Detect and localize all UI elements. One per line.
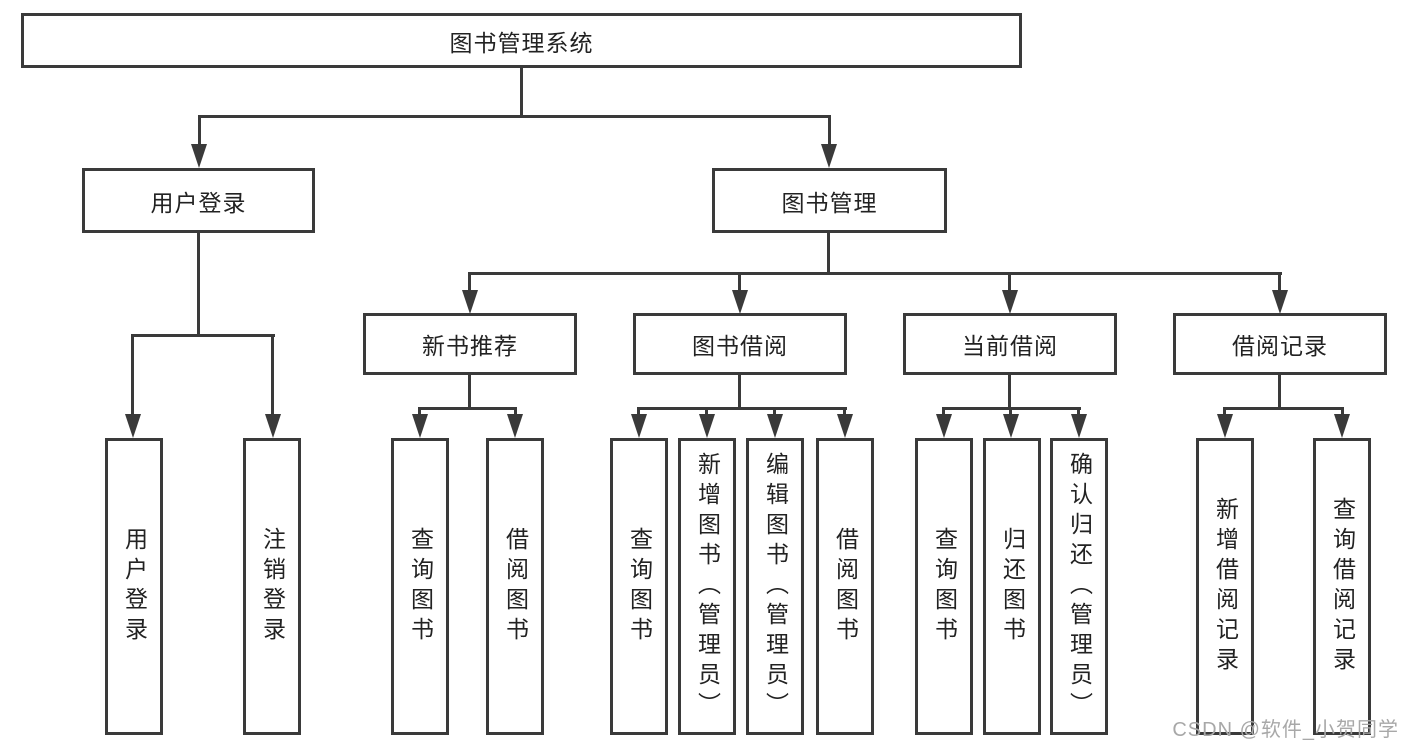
connector-stem <box>1278 375 1281 410</box>
connector-drop-leaf <box>1009 407 1012 418</box>
arrow-down-icon <box>191 144 207 168</box>
connector-book-mgmt-stem <box>827 233 830 275</box>
node-new-book-recommend: 新书推荐 <box>363 313 577 375</box>
leaf-add-book-admin: 新增图书（管理员） <box>678 438 736 735</box>
leaf-confirm-return-admin-label: 确认归还（管理员） <box>1066 451 1093 722</box>
node-book-management: 图书管理 <box>712 168 947 233</box>
connector-drop-leaf <box>1223 407 1226 418</box>
node-borrow-records-label: 借阅记录 <box>1232 333 1328 359</box>
node-current-borrow: 当前借阅 <box>903 313 1117 375</box>
connector-drop-leaf <box>843 407 846 418</box>
leaf-return-book-label: 归还图书 <box>999 526 1026 647</box>
leaf-query-books-borrow: 查询图书 <box>610 438 668 735</box>
leaf-borrow-books-recommend: 借阅图书 <box>486 438 544 735</box>
arrow-down-icon <box>837 414 853 438</box>
node-new-book-recommend-label: 新书推荐 <box>422 333 518 359</box>
arrow-down-icon <box>462 290 478 314</box>
arrow-down-icon <box>507 414 523 438</box>
connector-drop-leaf <box>705 407 708 418</box>
connector-drop-leaf <box>514 407 517 418</box>
leaf-query-books-current-label: 查询图书 <box>931 526 958 647</box>
leaf-query-borrow-record-label: 查询借阅记录 <box>1329 496 1356 677</box>
connector-drop-book-borrow <box>738 272 741 294</box>
connector-stem <box>468 375 471 410</box>
leaf-user-login: 用户登录 <box>105 438 163 735</box>
arrow-down-icon <box>699 414 715 438</box>
node-root-label: 图书管理系统 <box>449 29 594 56</box>
connector-drop-leaf <box>131 334 134 416</box>
leaf-add-borrow-record-label: 新增借阅记录 <box>1212 496 1239 677</box>
leaf-add-borrow-record: 新增借阅记录 <box>1196 438 1254 735</box>
node-book-management-label: 图书管理 <box>781 189 878 216</box>
connector-drop-new-books <box>468 272 471 294</box>
arrow-down-icon <box>767 414 783 438</box>
leaf-add-book-admin-label: 新增图书（管理员） <box>694 451 721 722</box>
leaf-query-books-recommend: 查询图书 <box>391 438 449 735</box>
arrow-down-icon <box>821 144 837 168</box>
arrow-down-icon <box>265 414 281 438</box>
arrow-down-icon <box>631 414 647 438</box>
arrow-down-icon <box>125 414 141 438</box>
connector-drop-leaf <box>637 407 640 418</box>
node-root-system: 图书管理系统 <box>21 13 1022 68</box>
connector-stem <box>1008 375 1011 410</box>
connector-bus <box>637 407 847 410</box>
leaf-edit-book-admin: 编辑图书（管理员） <box>746 438 804 735</box>
node-user-login: 用户登录 <box>82 168 315 233</box>
node-book-borrow-label: 图书借阅 <box>692 333 788 359</box>
connector-drop-leaf <box>942 407 945 418</box>
connector-drop-leaf <box>1341 407 1344 418</box>
arrow-down-icon <box>1002 290 1018 314</box>
csdn-watermark: CSDN @软件_小贺同学 <box>1172 719 1399 741</box>
connector-drop-borrow-records <box>1278 272 1281 294</box>
connector-user-login-stem <box>197 233 200 337</box>
arrow-down-icon <box>1334 414 1350 438</box>
connector-user-login-bus <box>131 334 275 337</box>
connector-drop-leaf <box>773 407 776 418</box>
leaf-user-login-label: 用户登录 <box>121 526 148 647</box>
connector-book-mgmt-bus <box>468 272 1282 275</box>
connector-bus <box>1223 407 1344 410</box>
arrow-down-icon <box>732 290 748 314</box>
leaf-logout: 注销登录 <box>243 438 301 735</box>
connector-stem <box>738 375 741 410</box>
connector-drop-leaf <box>271 334 274 416</box>
arrow-down-icon <box>412 414 428 438</box>
leaf-borrow-books: 借阅图书 <box>816 438 874 735</box>
arrow-down-icon <box>1071 414 1087 438</box>
connector-drop-user-login <box>198 115 201 149</box>
leaf-borrow-books-recommend-label: 借阅图书 <box>502 526 529 647</box>
arrow-down-icon <box>1217 414 1233 438</box>
leaf-confirm-return-admin: 确认归还（管理员） <box>1050 438 1108 735</box>
leaf-logout-label: 注销登录 <box>259 526 286 647</box>
connector-drop-leaf <box>418 407 421 418</box>
node-book-borrow: 图书借阅 <box>633 313 847 375</box>
arrow-down-icon <box>936 414 952 438</box>
connector-root-bus <box>198 115 831 118</box>
node-borrow-records: 借阅记录 <box>1173 313 1387 375</box>
leaf-query-books-recommend-label: 查询图书 <box>407 526 434 647</box>
connector-drop-book-mgmt <box>828 115 831 149</box>
node-current-borrow-label: 当前借阅 <box>962 333 1058 359</box>
leaf-edit-book-admin-label: 编辑图书（管理员） <box>762 451 789 722</box>
arrow-down-icon <box>1272 290 1288 314</box>
leaf-query-books-current: 查询图书 <box>915 438 973 735</box>
leaf-query-borrow-record: 查询借阅记录 <box>1313 438 1371 735</box>
arrow-down-icon <box>1003 414 1019 438</box>
connector-drop-current-borrow <box>1008 272 1011 294</box>
leaf-return-book: 归还图书 <box>983 438 1041 735</box>
connector-root-stem <box>520 68 523 117</box>
connector-drop-leaf <box>1077 407 1080 418</box>
node-user-login-label: 用户登录 <box>150 189 247 216</box>
leaf-borrow-books-label: 借阅图书 <box>832 526 859 647</box>
leaf-query-books-borrow-label: 查询图书 <box>626 526 653 647</box>
connector-bus <box>418 407 517 410</box>
